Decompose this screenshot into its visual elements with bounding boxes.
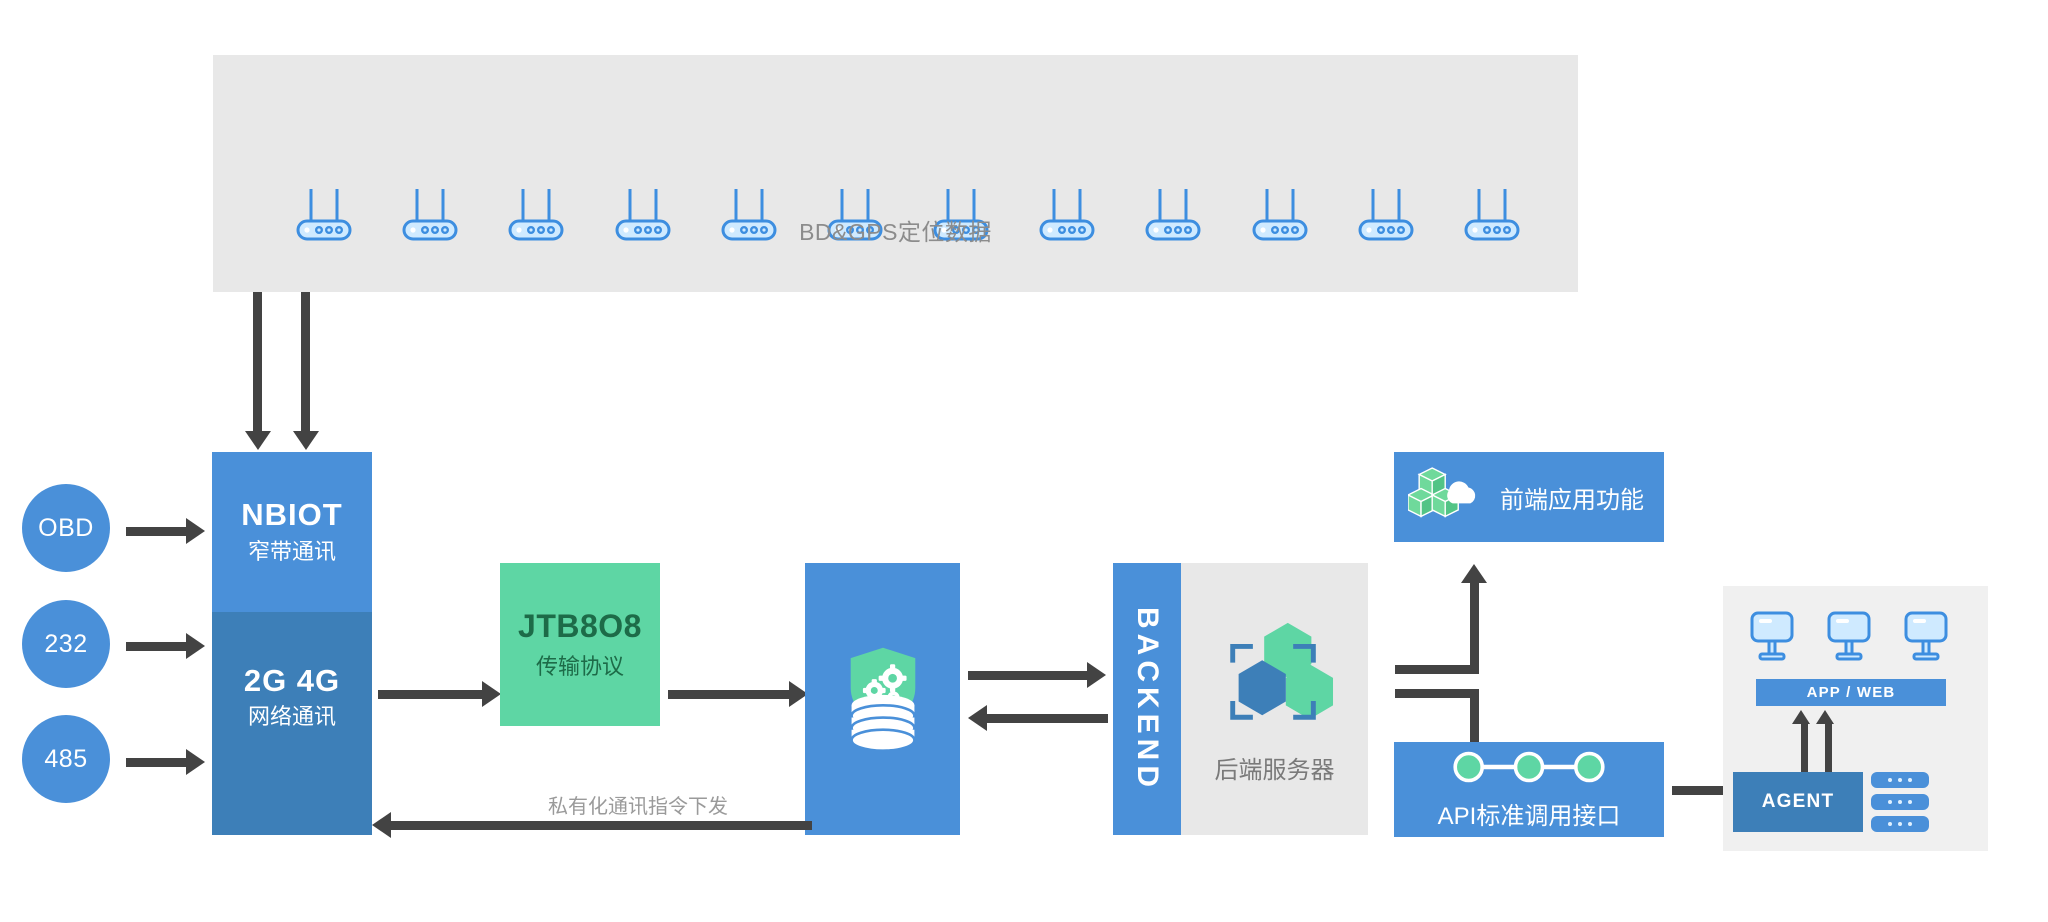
router-icon [930, 185, 992, 243]
monitor-icon [1903, 610, 1949, 664]
server-rack-stack [1871, 772, 1929, 832]
io-circle-485-label: 485 [44, 744, 88, 773]
arrow-485-to-nbiot [126, 749, 206, 775]
io-circle-232-label: 232 [44, 629, 88, 658]
arrow-database-to-backend [968, 662, 1108, 688]
mobile-network-title: 2G 4G [243, 662, 341, 698]
client-panel: APP / WEB AGENT [1723, 586, 1988, 851]
router-icon-row [293, 185, 1523, 243]
router-icon [718, 185, 780, 243]
gps-data-panel: BD&GPS定位数据 [213, 55, 1578, 292]
io-circle-obd-label: OBD [38, 513, 94, 542]
arrow-gps-to-nbiot-2 [293, 292, 319, 452]
downlink-command-label: 私有化通讯指令下发 [548, 796, 728, 818]
database-block[interactable] [805, 563, 960, 835]
monitor-icon [1826, 610, 1872, 664]
backend-body: 后端服务器 [1181, 563, 1368, 835]
protocol-subtitle: 传输协议 [535, 654, 624, 680]
agent-label: AGENT [1761, 791, 1835, 812]
router-icon [1036, 185, 1098, 243]
frontend-app-label: 前端应用功能 [1500, 486, 1644, 514]
server-rack-icon [1871, 816, 1929, 832]
frontend-app-block[interactable]: 前端应用功能 [1394, 452, 1664, 542]
arrow-obd-to-nbiot [126, 518, 206, 544]
arrow-gps-to-nbiot-1 [245, 292, 271, 452]
database-shield-gears-icon [835, 642, 931, 757]
arrow-backend-to-database [968, 705, 1108, 731]
router-icon [505, 185, 567, 243]
router-icon [1249, 185, 1311, 243]
server-rack-icon [1871, 794, 1929, 810]
api-label: API标准调用接口 [1437, 802, 1621, 830]
backend-strip: BACKEND [1113, 563, 1181, 835]
api-block[interactable]: API标准调用接口 [1394, 742, 1664, 837]
backend-body-label: 后端服务器 [1214, 757, 1335, 784]
router-icon [824, 185, 886, 243]
cloud-cubes-icon [1406, 462, 1488, 533]
arrow-nbiot-to-protocol [378, 681, 503, 707]
io-circle-obd[interactable]: OBD [22, 484, 110, 572]
monitor-icon [1749, 610, 1795, 664]
arrow-protocol-to-database [668, 681, 810, 707]
monitor-row [1749, 610, 1949, 664]
nbiot-column: NBIOT 窄带通讯 2G 4G 网络通讯 [212, 452, 372, 835]
router-icon [1355, 185, 1417, 243]
arrow-232-to-nbiot [126, 633, 206, 659]
protocol-title: JTB8O8 [518, 608, 642, 645]
arrow-agent-to-appweb-1 [1792, 710, 1815, 772]
nbiot-title: NBIOT [241, 497, 343, 533]
app-web-label: APP / WEB [1806, 684, 1896, 701]
io-circle-485[interactable]: 485 [22, 715, 110, 803]
router-icon [1461, 185, 1523, 243]
hexagon-cluster-scan-icon [1211, 613, 1339, 736]
app-web-bar[interactable]: APP / WEB [1756, 679, 1946, 706]
arrow-backend-to-frontend [1395, 562, 1505, 674]
nbiot-subtitle: 窄带通讯 [247, 538, 336, 564]
router-icon [399, 185, 461, 243]
io-circle-232[interactable]: 232 [22, 600, 110, 688]
arrow-agent-to-appweb-2 [1816, 710, 1839, 772]
router-icon [293, 185, 355, 243]
backend-block[interactable]: BACKEND 后端服务器 [1113, 563, 1368, 835]
nbiot-block[interactable]: NBIOT 窄带通讯 [212, 452, 372, 612]
node-chain-icon [1440, 749, 1618, 790]
backend-strip-label: BACKEND [1131, 606, 1164, 792]
mobile-network-block[interactable]: 2G 4G 网络通讯 [212, 612, 372, 835]
agent-box[interactable]: AGENT [1733, 772, 1863, 832]
router-icon [612, 185, 674, 243]
mobile-network-subtitle: 网络通讯 [247, 704, 336, 730]
server-rack-icon [1871, 772, 1929, 788]
gps-data-label: BD&GPS定位数据 [799, 219, 992, 245]
router-icon [1142, 185, 1204, 243]
protocol-block[interactable]: JTB8O8 传输协议 [500, 563, 660, 726]
arrow-downlink-command [372, 812, 812, 838]
